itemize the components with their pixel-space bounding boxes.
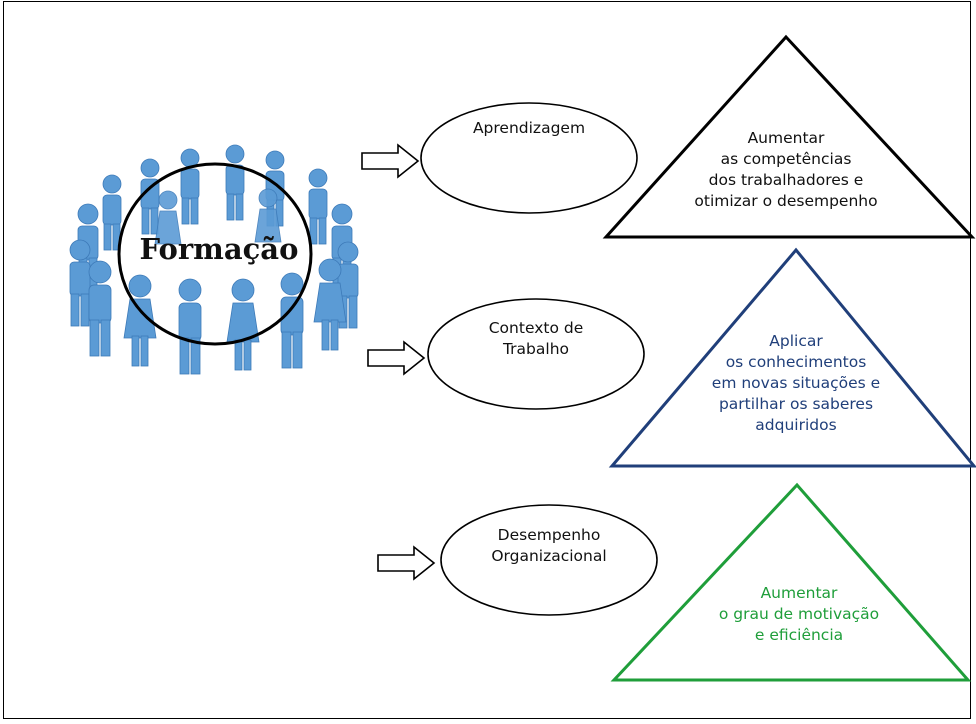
formacao-oval: [117, 162, 313, 346]
triangle-text-line: Aplicar: [769, 332, 823, 350]
stage-label: Desempenho Organizacional: [450, 525, 648, 567]
stage-label: Aprendizagem: [430, 118, 628, 139]
triangle-text-line: em novas situações e: [711, 374, 881, 392]
triangle-text-line: o grau de motivação: [718, 605, 880, 623]
stage-label-line: Desempenho: [497, 526, 601, 544]
triangle-text-line: os conhecimentos: [725, 353, 867, 371]
triangle-text-line: e eficiência: [754, 626, 844, 644]
stage-ellipse: [440, 504, 658, 616]
triangle-text: Aplicar os conhecimentos em novas situaç…: [684, 331, 908, 436]
triangle-text-line: adquiridos: [755, 416, 837, 434]
people-circle-icon: [69, 144, 359, 375]
arrow-right-icon: [361, 143, 420, 179]
arrow-right-icon: [367, 340, 426, 376]
central-label: Formação: [139, 232, 299, 266]
stage-label-line: Contexto de: [488, 319, 584, 337]
stage-label: Contexto de Trabalho: [437, 318, 635, 360]
triangle-text: Aumentar as competências dos trabalhador…: [676, 128, 896, 212]
diagram-frame: [3, 1, 971, 719]
triangle-text-line: dos trabalhadores e: [708, 171, 864, 189]
stage-label-line: Trabalho: [502, 340, 569, 358]
arrow-right-icon: [377, 545, 436, 581]
triangle-text-line: Aumentar: [760, 584, 838, 602]
triangle-text-line: Aumentar: [747, 129, 825, 147]
triangle-text-line: partilhar os saberes: [718, 395, 874, 413]
stage-label-line: Aprendizagem: [472, 119, 586, 137]
stage-label-line: Organizacional: [491, 547, 607, 565]
outcome-triangle: [608, 247, 976, 468]
triangle-text-line: otimizar o desempenho: [694, 192, 878, 210]
outcome-triangle: [610, 482, 972, 682]
stage-ellipse: [420, 102, 638, 214]
outcome-triangle: [602, 34, 976, 239]
triangle-text-line: as competências: [720, 150, 852, 168]
stage-ellipse: [427, 298, 645, 410]
triangle-text: Aumentar o grau de motivação e eficiênci…: [689, 583, 909, 646]
